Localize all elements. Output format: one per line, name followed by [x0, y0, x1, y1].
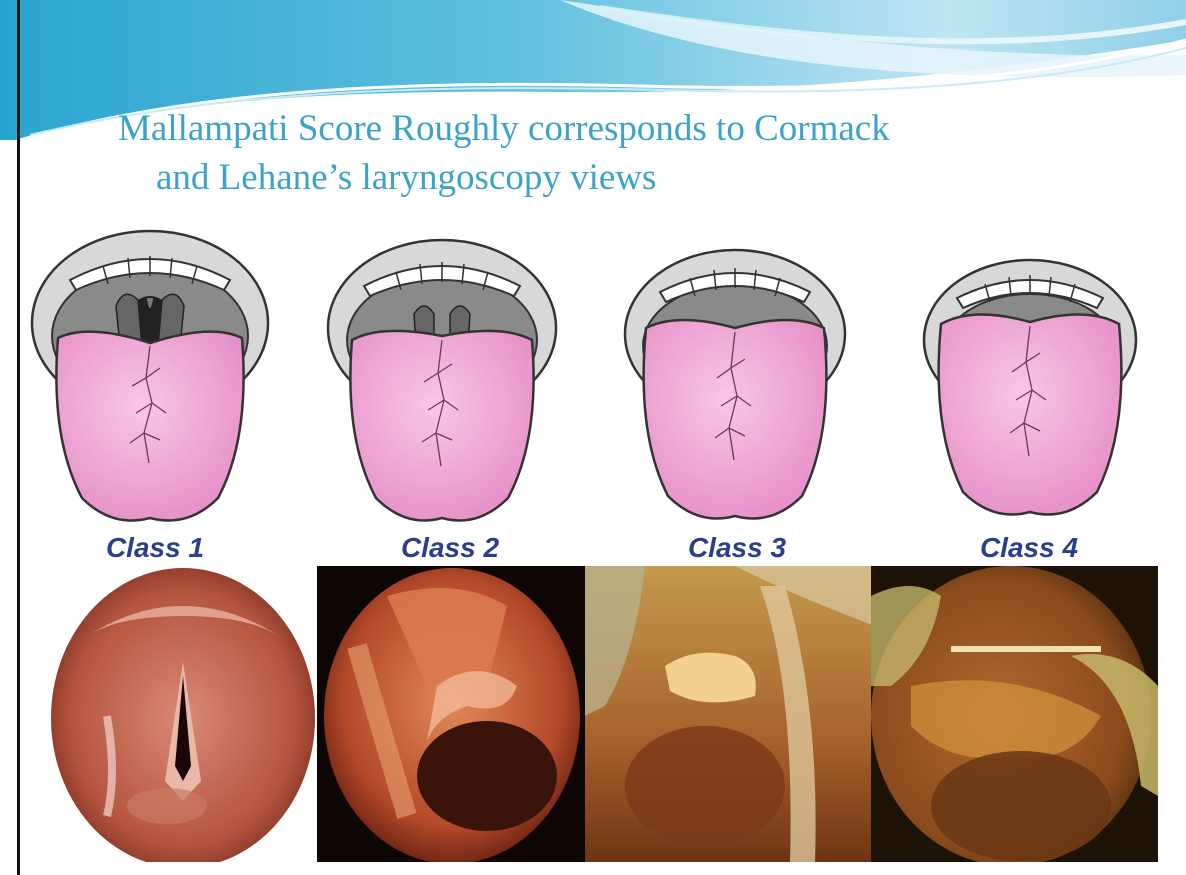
left-border-line — [17, 0, 20, 875]
laryngoscopy-photo-4 — [871, 566, 1158, 862]
laryngoscopy-photo-2 — [317, 566, 587, 862]
slide-title: Mallampati Score Roughly corresponds to … — [118, 104, 1168, 202]
mouth-illustration-class-3 — [618, 228, 853, 528]
class-2-label: Class 2 — [365, 532, 535, 568]
mouth-illustration-class-2 — [322, 228, 562, 528]
laryngoscopy-photo-3 — [585, 566, 875, 862]
class-3-label: Class 3 — [652, 532, 822, 568]
mouth-illustration-class-1 — [28, 228, 273, 528]
class-4-label: Class 4 — [944, 532, 1114, 568]
title-line-1: Mallampati Score Roughly corresponds to … — [118, 108, 890, 149]
laryngoscopy-photo-1 — [47, 566, 319, 862]
mouth-illustration-class-4 — [915, 228, 1145, 528]
title-line-2: and Lehane’s laryngoscopy views — [118, 153, 1168, 202]
class-1-label: Class 1 — [70, 532, 240, 568]
